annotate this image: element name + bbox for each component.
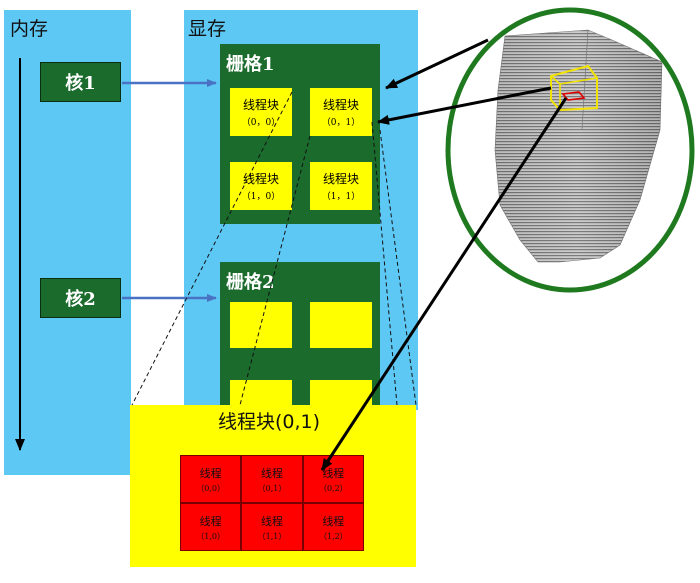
kernel-1-label: 核1 <box>65 73 96 94</box>
thread-label: 线程 <box>260 514 283 528</box>
block-label: 线程块 <box>242 98 279 112</box>
thread-index: （0,1） <box>257 483 287 493</box>
thread-0-0: 线程 （0,0） <box>180 455 242 503</box>
block-label: 线程块 <box>322 172 359 186</box>
block-index: （0，1） <box>321 118 361 128</box>
thread-index: （1,2） <box>318 531 348 541</box>
grid-2-title: 栅格2 <box>226 272 275 293</box>
grid-2-block-0-1 <box>310 302 372 348</box>
block-label: 线程块 <box>242 172 279 186</box>
thread-label: 线程 <box>199 466 222 480</box>
block-index: （0，0） <box>241 118 281 128</box>
thread-0-2: 线程 （0,2） <box>302 455 364 503</box>
thread-0-1: 线程 （0,1） <box>241 455 303 503</box>
thread-1-1: 线程 （1,1） <box>241 503 303 551</box>
memory-label: 内存 <box>10 18 49 40</box>
grid-1-block-0-1: 线程块 （0，1） <box>310 88 372 136</box>
grid-2-block-0-0 <box>230 302 292 348</box>
thread-1-0: 线程 （1,0） <box>180 503 242 551</box>
thread-block-title: 线程块(0,1) <box>218 411 321 433</box>
grid-1-title: 栅格1 <box>226 54 275 75</box>
volume-circle <box>445 7 695 293</box>
grid-2: 栅格2 <box>220 262 380 412</box>
expansion-guides <box>131 91 417 406</box>
thread-label: 线程 <box>199 514 222 528</box>
thread-index: （0,2） <box>318 483 348 493</box>
grid-1-block-1-1: 线程块 （1，1） <box>310 162 372 210</box>
block-index: （1，1） <box>321 192 361 202</box>
thread-index: （1,1） <box>257 531 287 541</box>
volume-to-thread-0-2-arrow <box>320 97 568 471</box>
thread-block-panel: 线程块(0,1) 线程 （0,0） 线程 （0,1） 线程 （0,2） 线程 （… <box>130 405 416 567</box>
grid-1-block-1-0: 线程块 （1，0） <box>230 162 292 210</box>
device-memory-label: 显存 <box>188 18 227 40</box>
volume-to-block-0-1-arrow <box>377 86 552 125</box>
block-index: （1，0） <box>241 192 281 202</box>
thread-label: 线程 <box>260 466 283 480</box>
block-label: 线程块 <box>322 98 359 112</box>
kernel-1: 核1 <box>40 62 121 102</box>
thread-label: 线程 <box>322 514 345 528</box>
thread-index: （1,0） <box>196 531 226 541</box>
thread-index: （0,0） <box>196 483 226 493</box>
volume-to-grid-1-arrow <box>385 38 489 90</box>
seismic-volume <box>494 29 663 263</box>
thread-grid: 线程 （0,0） 线程 （0,1） 线程 （0,2） 线程 （1,0） 线程 （… <box>180 455 364 551</box>
kernel-2-label: 核2 <box>65 289 96 310</box>
kernel-2: 核2 <box>40 278 121 318</box>
thread-1-2: 线程 （1,2） <box>302 503 364 551</box>
grid-1: 栅格1 线程块 （0，0） 线程块 （0，1） 线程块 （1，0） 线程块 （1… <box>220 44 380 224</box>
